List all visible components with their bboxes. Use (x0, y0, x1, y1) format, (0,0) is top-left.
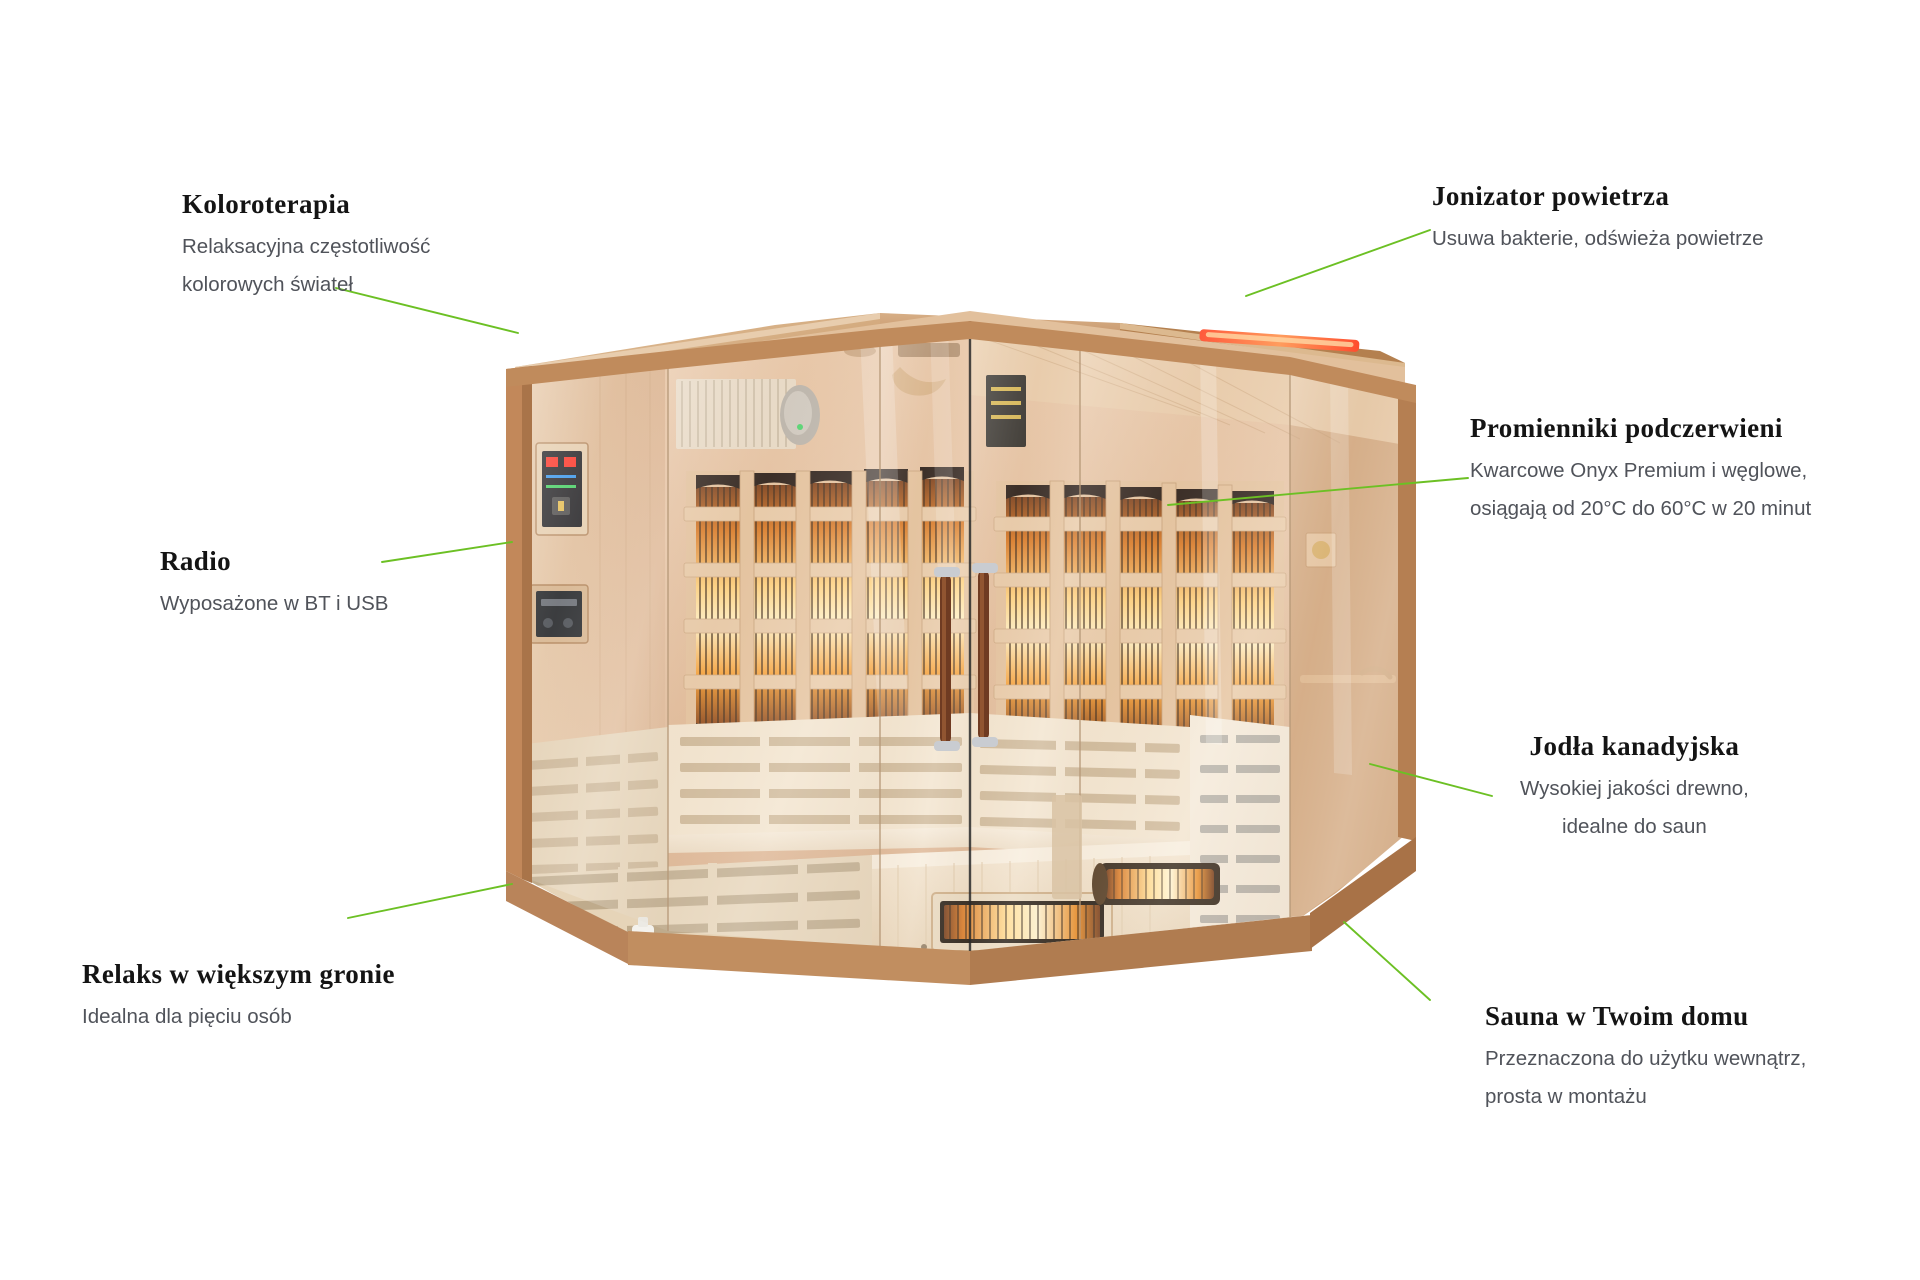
callout-desc-line: Wyposażone w BT i USB (160, 591, 389, 615)
callout-title: Radio (160, 546, 232, 576)
callout-promienniki-podczerwieni: Promienniki podczerwieni Kwarcowe Onyx P… (1470, 412, 1811, 528)
callout-desc-line: osiągają od 20°C do 60°C w 20 minut (1470, 496, 1812, 520)
callout-title: Koloroterapia (182, 189, 351, 219)
callout-desc-line: Przeznaczona do użytku wewnątrz, (1485, 1046, 1807, 1070)
sauna-product-illustration (500, 275, 1440, 995)
callout-title: Sauna w Twoim domu (1485, 1001, 1749, 1031)
callout-sauna-w-twoim-domu: Sauna w Twoim domu Przeznaczona do użytk… (1485, 1000, 1806, 1116)
callout-koloroterapia: Koloroterapia Relaksacyjna częstotliwość… (182, 188, 430, 304)
callout-desc-line: Idealna dla pięciu osób (82, 1004, 292, 1028)
callout-title: Relaks w większym gronie (82, 959, 395, 989)
callout-relaks-w-wiekszym-gronie: Relaks w większym gronie Idealna dla pię… (82, 958, 395, 1036)
callout-title: Jonizator powietrza (1432, 181, 1670, 211)
callout-desc-line: idealne do saun (1562, 814, 1707, 838)
callout-desc-line: Kwarcowe Onyx Premium i węglowe, (1470, 458, 1808, 482)
callout-title: Promienniki podczerwieni (1470, 413, 1783, 443)
callout-desc-line: Usuwa bakterie, odświeża powietrze (1432, 226, 1764, 250)
callout-desc-line: kolorowych świateł (182, 272, 353, 296)
callout-jonizator-powietrza: Jonizator powietrza Usuwa bakterie, odśw… (1432, 180, 1764, 258)
callout-desc-line: prosta w montażu (1485, 1084, 1647, 1108)
leader-relaks (347, 883, 513, 919)
callout-desc-line: Relaksacyjna częstotliwość (182, 234, 431, 258)
callout-radio: Radio Wyposażone w BT i USB (160, 545, 388, 623)
leader-radio (381, 541, 513, 563)
callout-title: Jodła kanadyjska (1529, 731, 1740, 761)
callout-desc-line: Wysokiej jakości drewno, (1520, 776, 1749, 800)
callout-jodla-kanadyjska: Jodła kanadyjska Wysokiej jakości drewno… (1520, 730, 1749, 846)
